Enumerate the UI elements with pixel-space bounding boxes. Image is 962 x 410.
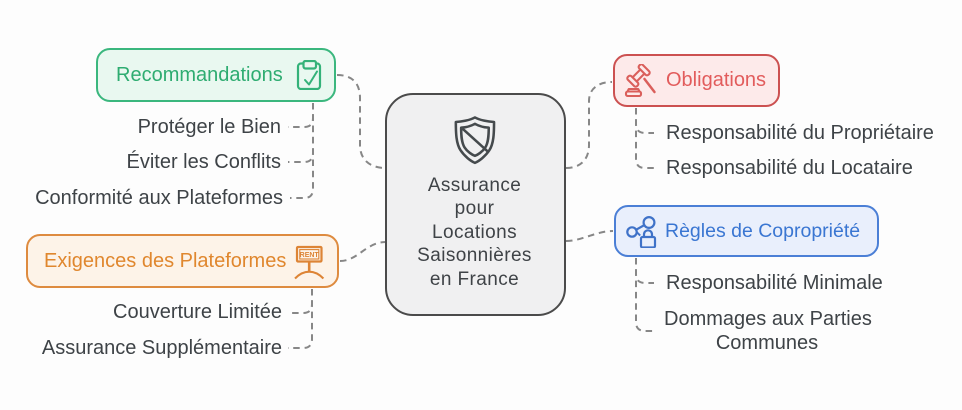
svg-text:RENT: RENT <box>300 252 320 259</box>
